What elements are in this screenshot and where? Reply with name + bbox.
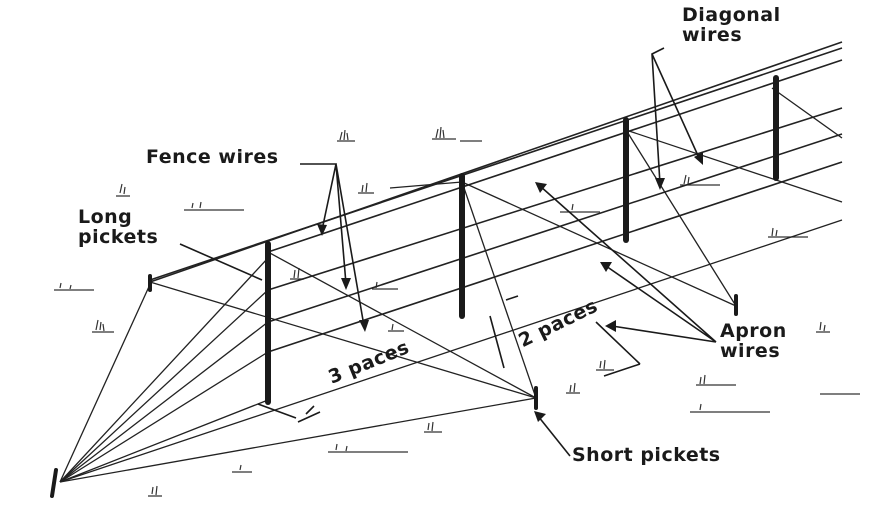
fence-line-wires bbox=[149, 41, 843, 353]
short-pickets bbox=[50, 274, 738, 498]
diagonal-wires bbox=[149, 87, 843, 399]
leader-lines bbox=[179, 47, 717, 457]
long-pickets bbox=[265, 75, 779, 405]
arrow-heads bbox=[317, 152, 703, 422]
short-pickets-label: Short pickets bbox=[572, 444, 721, 466]
fence-wires-label: Fence wires bbox=[146, 146, 279, 168]
